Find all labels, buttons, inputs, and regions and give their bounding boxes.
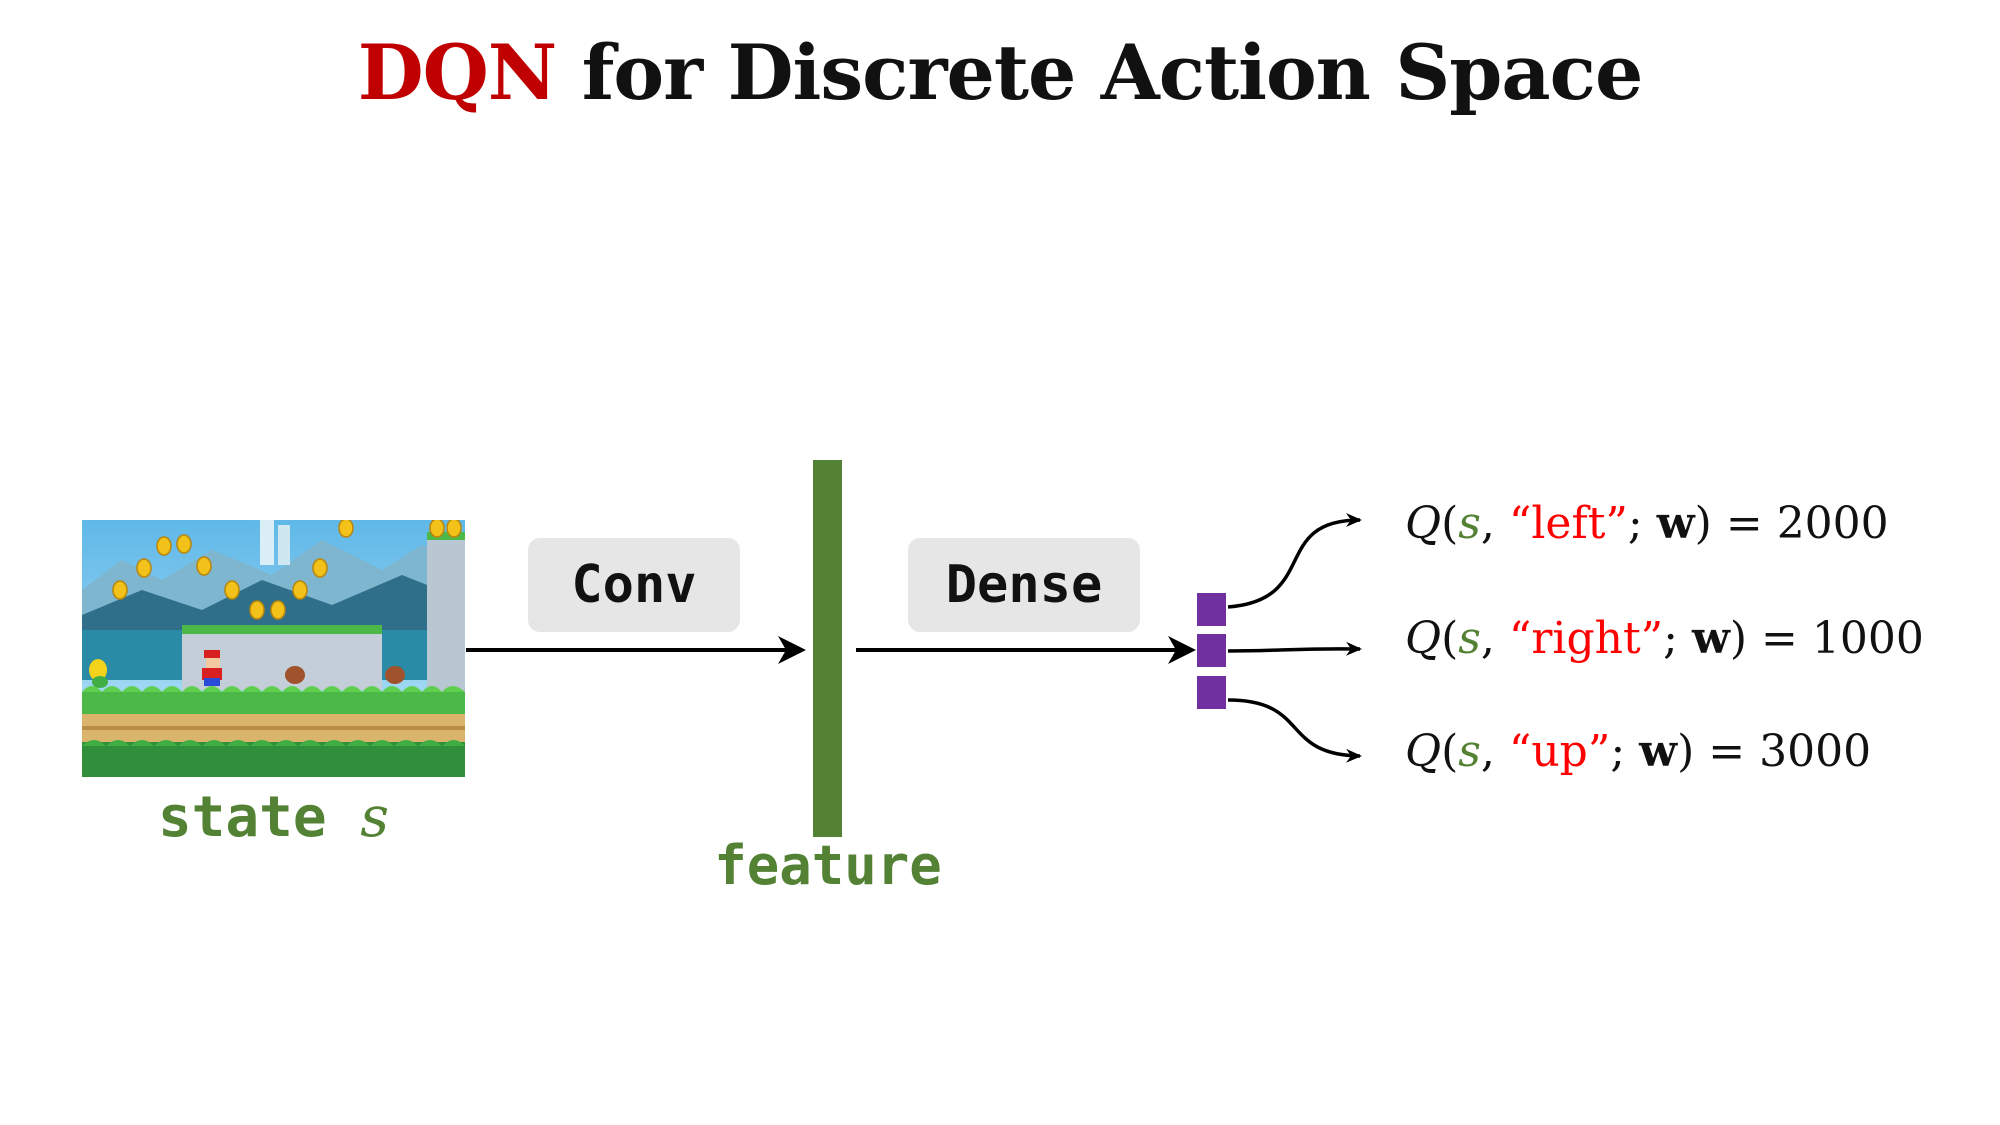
output-arrow-right	[1227, 641, 1362, 656]
output-cell-left	[1197, 593, 1226, 626]
comma: ,	[1480, 613, 1495, 664]
paren-open: (	[1441, 613, 1459, 664]
conv-layer-box: Conv	[528, 538, 740, 632]
paren-open: (	[1441, 498, 1459, 549]
feature-vector-bar	[813, 460, 842, 837]
semicolon: ;	[1663, 613, 1678, 664]
title-accent: DQN	[357, 28, 558, 117]
state-label-text: state	[157, 785, 327, 850]
semicolon: ;	[1610, 726, 1626, 777]
state-symbol: s	[1458, 498, 1481, 549]
dense-label: Dense	[945, 555, 1103, 615]
state-label: state s	[82, 785, 465, 850]
conv-label: Conv	[571, 555, 697, 615]
state-symbol: s	[1458, 726, 1481, 777]
action-name: “up”	[1508, 726, 1611, 777]
paren-close: )	[1677, 726, 1695, 777]
feature-label: feature	[714, 834, 942, 897]
action-name: “right”	[1508, 613, 1664, 664]
q-value-up: Q(s, “up”; w) = 3000	[1405, 726, 1871, 777]
equals: =	[1725, 498, 1763, 549]
weights-symbol: w	[1639, 726, 1678, 777]
q-value: 1000	[1811, 613, 1924, 664]
q-symbol: Q	[1405, 613, 1442, 664]
paren-close: )	[1729, 613, 1748, 664]
output-arrow-up	[1227, 698, 1362, 763]
q-value-right: Q(s, “right”; w) = 1000	[1405, 613, 1924, 664]
output-cell-up	[1197, 676, 1226, 709]
paren-open: (	[1441, 726, 1459, 777]
comma: ,	[1480, 498, 1495, 549]
equals: =	[1761, 613, 1798, 664]
output-cell-right	[1197, 634, 1226, 667]
q-value: 3000	[1759, 726, 1872, 777]
comma: ,	[1480, 726, 1495, 777]
semicolon: ;	[1627, 498, 1643, 549]
q-symbol: Q	[1405, 726, 1442, 777]
q-value-left: Q(s, “left”; w) = 2000	[1405, 498, 1889, 549]
paren-close: )	[1694, 498, 1712, 549]
q-value: 2000	[1776, 498, 1889, 549]
state-symbol: s	[1458, 613, 1481, 664]
page-title: DQN for Discrete Action Space	[0, 28, 2000, 117]
dense-layer-box: Dense	[908, 538, 1140, 632]
equals: =	[1708, 726, 1746, 777]
weights-symbol: w	[1656, 498, 1695, 549]
state-image	[82, 520, 465, 777]
state-variable: s	[360, 785, 390, 850]
output-arrow-left	[1227, 513, 1362, 609]
action-name: “left”	[1508, 498, 1628, 549]
q-symbol: Q	[1405, 498, 1442, 549]
game-screenshot-icon	[82, 520, 465, 777]
weights-symbol: w	[1691, 613, 1730, 664]
title-rest: for Discrete Action Space	[581, 28, 1644, 117]
